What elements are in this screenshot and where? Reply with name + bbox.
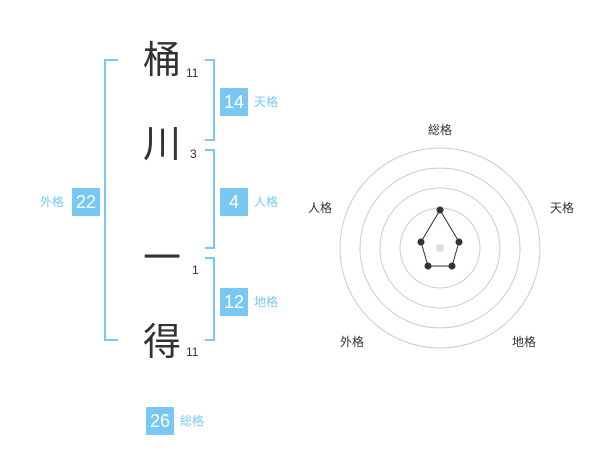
- chikaku-value: 12: [220, 288, 248, 316]
- jinkaku-label: 人格: [254, 195, 279, 209]
- soukaku-value: 26: [146, 407, 174, 435]
- name-char-2: 川: [142, 122, 181, 166]
- stroke-count-1: 11: [186, 66, 199, 80]
- radar-ring-outer: [339, 147, 541, 349]
- radar-label-chikaku: 地格: [512, 334, 536, 349]
- radar-point-soukaku: [436, 206, 444, 214]
- name-char-3: 一: [142, 236, 181, 280]
- radar-point-gaikaku: [424, 262, 432, 270]
- stroke-count-3: 1: [192, 263, 199, 277]
- radar-label-soukaku: 総格: [428, 122, 452, 137]
- chikaku-label: 地格: [254, 295, 279, 309]
- tenkaku-label: 天格: [254, 95, 279, 109]
- gaikaku-bracket: [104, 59, 118, 341]
- radar-shape: [420, 209, 460, 267]
- radar-label-tenkaku: 天格: [550, 200, 574, 215]
- name-char-1: 桶: [142, 38, 181, 82]
- radar-point-tenkaku: [455, 238, 463, 246]
- radar-label-gaikaku: 外格: [340, 334, 364, 349]
- radar-point-chikaku: [448, 262, 456, 270]
- stroke-count-4: 11: [186, 345, 199, 359]
- radar-point-jinkaku: [417, 238, 425, 246]
- tenkaku-bracket: [205, 59, 215, 141]
- stroke-count-2: 3: [190, 147, 197, 161]
- chikaku-bracket: [205, 257, 215, 341]
- soukaku-label: 総格: [180, 414, 205, 428]
- jinkaku-bracket: [205, 149, 215, 249]
- gaikaku-label: 外格: [40, 195, 65, 209]
- tenkaku-value: 14: [220, 88, 248, 116]
- gaikaku-value: 22: [72, 188, 100, 216]
- jinkaku-value: 4: [220, 188, 248, 216]
- radar-ring-2: [379, 187, 501, 309]
- radar-center-dot: [436, 244, 444, 252]
- radar-ring-3: [359, 167, 521, 329]
- name-char-4: 得: [142, 320, 181, 364]
- radar-label-jinkaku: 人格: [308, 200, 332, 215]
